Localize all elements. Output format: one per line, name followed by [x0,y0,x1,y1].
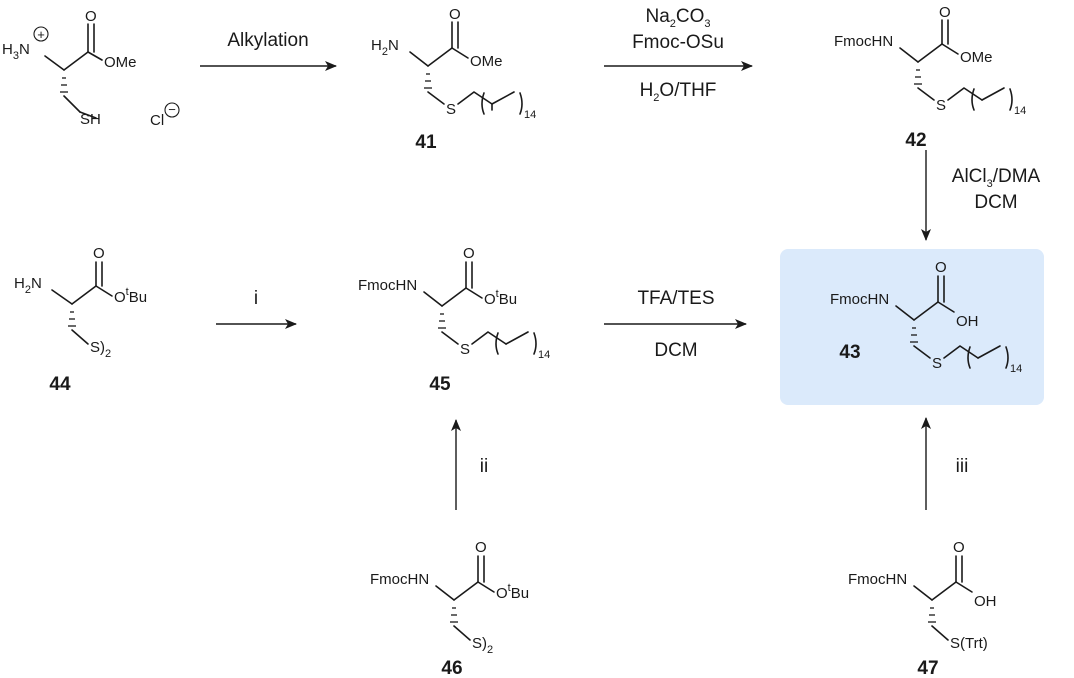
compound-44-number: 44 [49,374,71,395]
svg-text:14: 14 [1014,105,1026,117]
svg-text:14: 14 [538,349,550,361]
compound-47-number: 47 [917,658,938,678]
step-fmoc-solvent: H2O/THF [640,80,717,104]
c41-ester-label: OMe [470,53,503,70]
step-i-label: i [254,288,258,309]
step-deprot-reagent: AlCl3/DMA [952,166,1041,190]
c42-ester-label: OMe [960,49,993,66]
step-deprot-solvent: DCM [974,192,1017,213]
start-amine-label: H3N [2,41,30,62]
c47-acid-label: OH [974,593,997,610]
c46-disulfide-label: S)2 [472,635,493,656]
product-highlight-box [780,249,1044,405]
svg-text:O: O [953,539,965,556]
positive-charge-sign: + [37,27,45,42]
c46-ester-label: OtBu [496,582,529,602]
c44-ester-label: OtBu [114,286,147,306]
compound-44: H2N O OtBu S)2 44 [14,245,147,395]
c44-disulfide-label: S)2 [90,339,111,360]
c45-amine-label: FmocHN [358,277,417,294]
start-material: H3N + O OMe SH Cl − [2,8,180,129]
start-ester-label: OMe [104,54,137,71]
chloride-label: Cl [150,112,164,129]
compound-43: FmocHN O OH S 14 43 [830,259,1022,375]
c45-sulfur-label: S [460,341,470,358]
svg-text:O: O [935,259,947,276]
positive-charge-icon [33,26,49,42]
c42-sulfur-label: S [936,97,946,114]
step-ii-label: ii [480,456,488,477]
c43-acid-label: OH [956,313,979,330]
compound-47: FmocHN O OH S(Trt) 47 [848,539,997,678]
c42-amine-label: FmocHN [834,33,893,50]
step-iii-label: iii [956,456,969,477]
c46-amine-label: FmocHN [370,571,429,588]
compound-41: H2N O OMe S 14 41 [371,6,536,153]
compound-41-number: 41 [415,132,437,153]
c47-amine-label: FmocHN [848,571,907,588]
step-tfa-solvent: DCM [654,340,697,361]
step-fmoc-reagent-1: Na2CO3 [645,6,710,30]
c41-amine-label: H2N [371,37,399,58]
svg-text:O: O [939,4,951,21]
start-thiol-label: SH [80,111,101,128]
negative-charge-icon [164,102,180,118]
start-carbonyl-o: O [85,8,97,25]
svg-text:O: O [463,245,475,262]
c43-sulfur-label: S [932,355,942,372]
step-fmoc-reagent-2: Fmoc-OSu [632,32,724,53]
svg-text:14: 14 [1010,363,1022,375]
c41-sulfur-label: S [446,101,456,118]
c47-strt-label: S(Trt) [950,635,988,652]
compound-45-number: 45 [429,374,451,395]
c44-amine-label: H2N [14,275,42,296]
svg-text:O: O [475,539,487,556]
svg-text:O: O [449,6,461,23]
svg-text:O: O [93,245,105,262]
compound-46-number: 46 [441,658,462,678]
compound-46: FmocHN O OtBu S)2 46 [370,539,529,678]
compound-42: FmocHN O OMe S 14 42 [834,4,1026,151]
compound-43-number: 43 [839,342,860,363]
compound-42-number: 42 [905,130,926,151]
svg-text:−: − [168,102,176,117]
step-tfa-reagent: TFA/TES [637,288,714,309]
compound-45: FmocHN O OtBu S 14 45 [358,245,550,395]
c43-amine-label: FmocHN [830,291,889,308]
svg-text:14: 14 [524,109,536,121]
c45-ester-label: OtBu [484,288,517,308]
step-alkylation-label: Alkylation [227,30,308,51]
